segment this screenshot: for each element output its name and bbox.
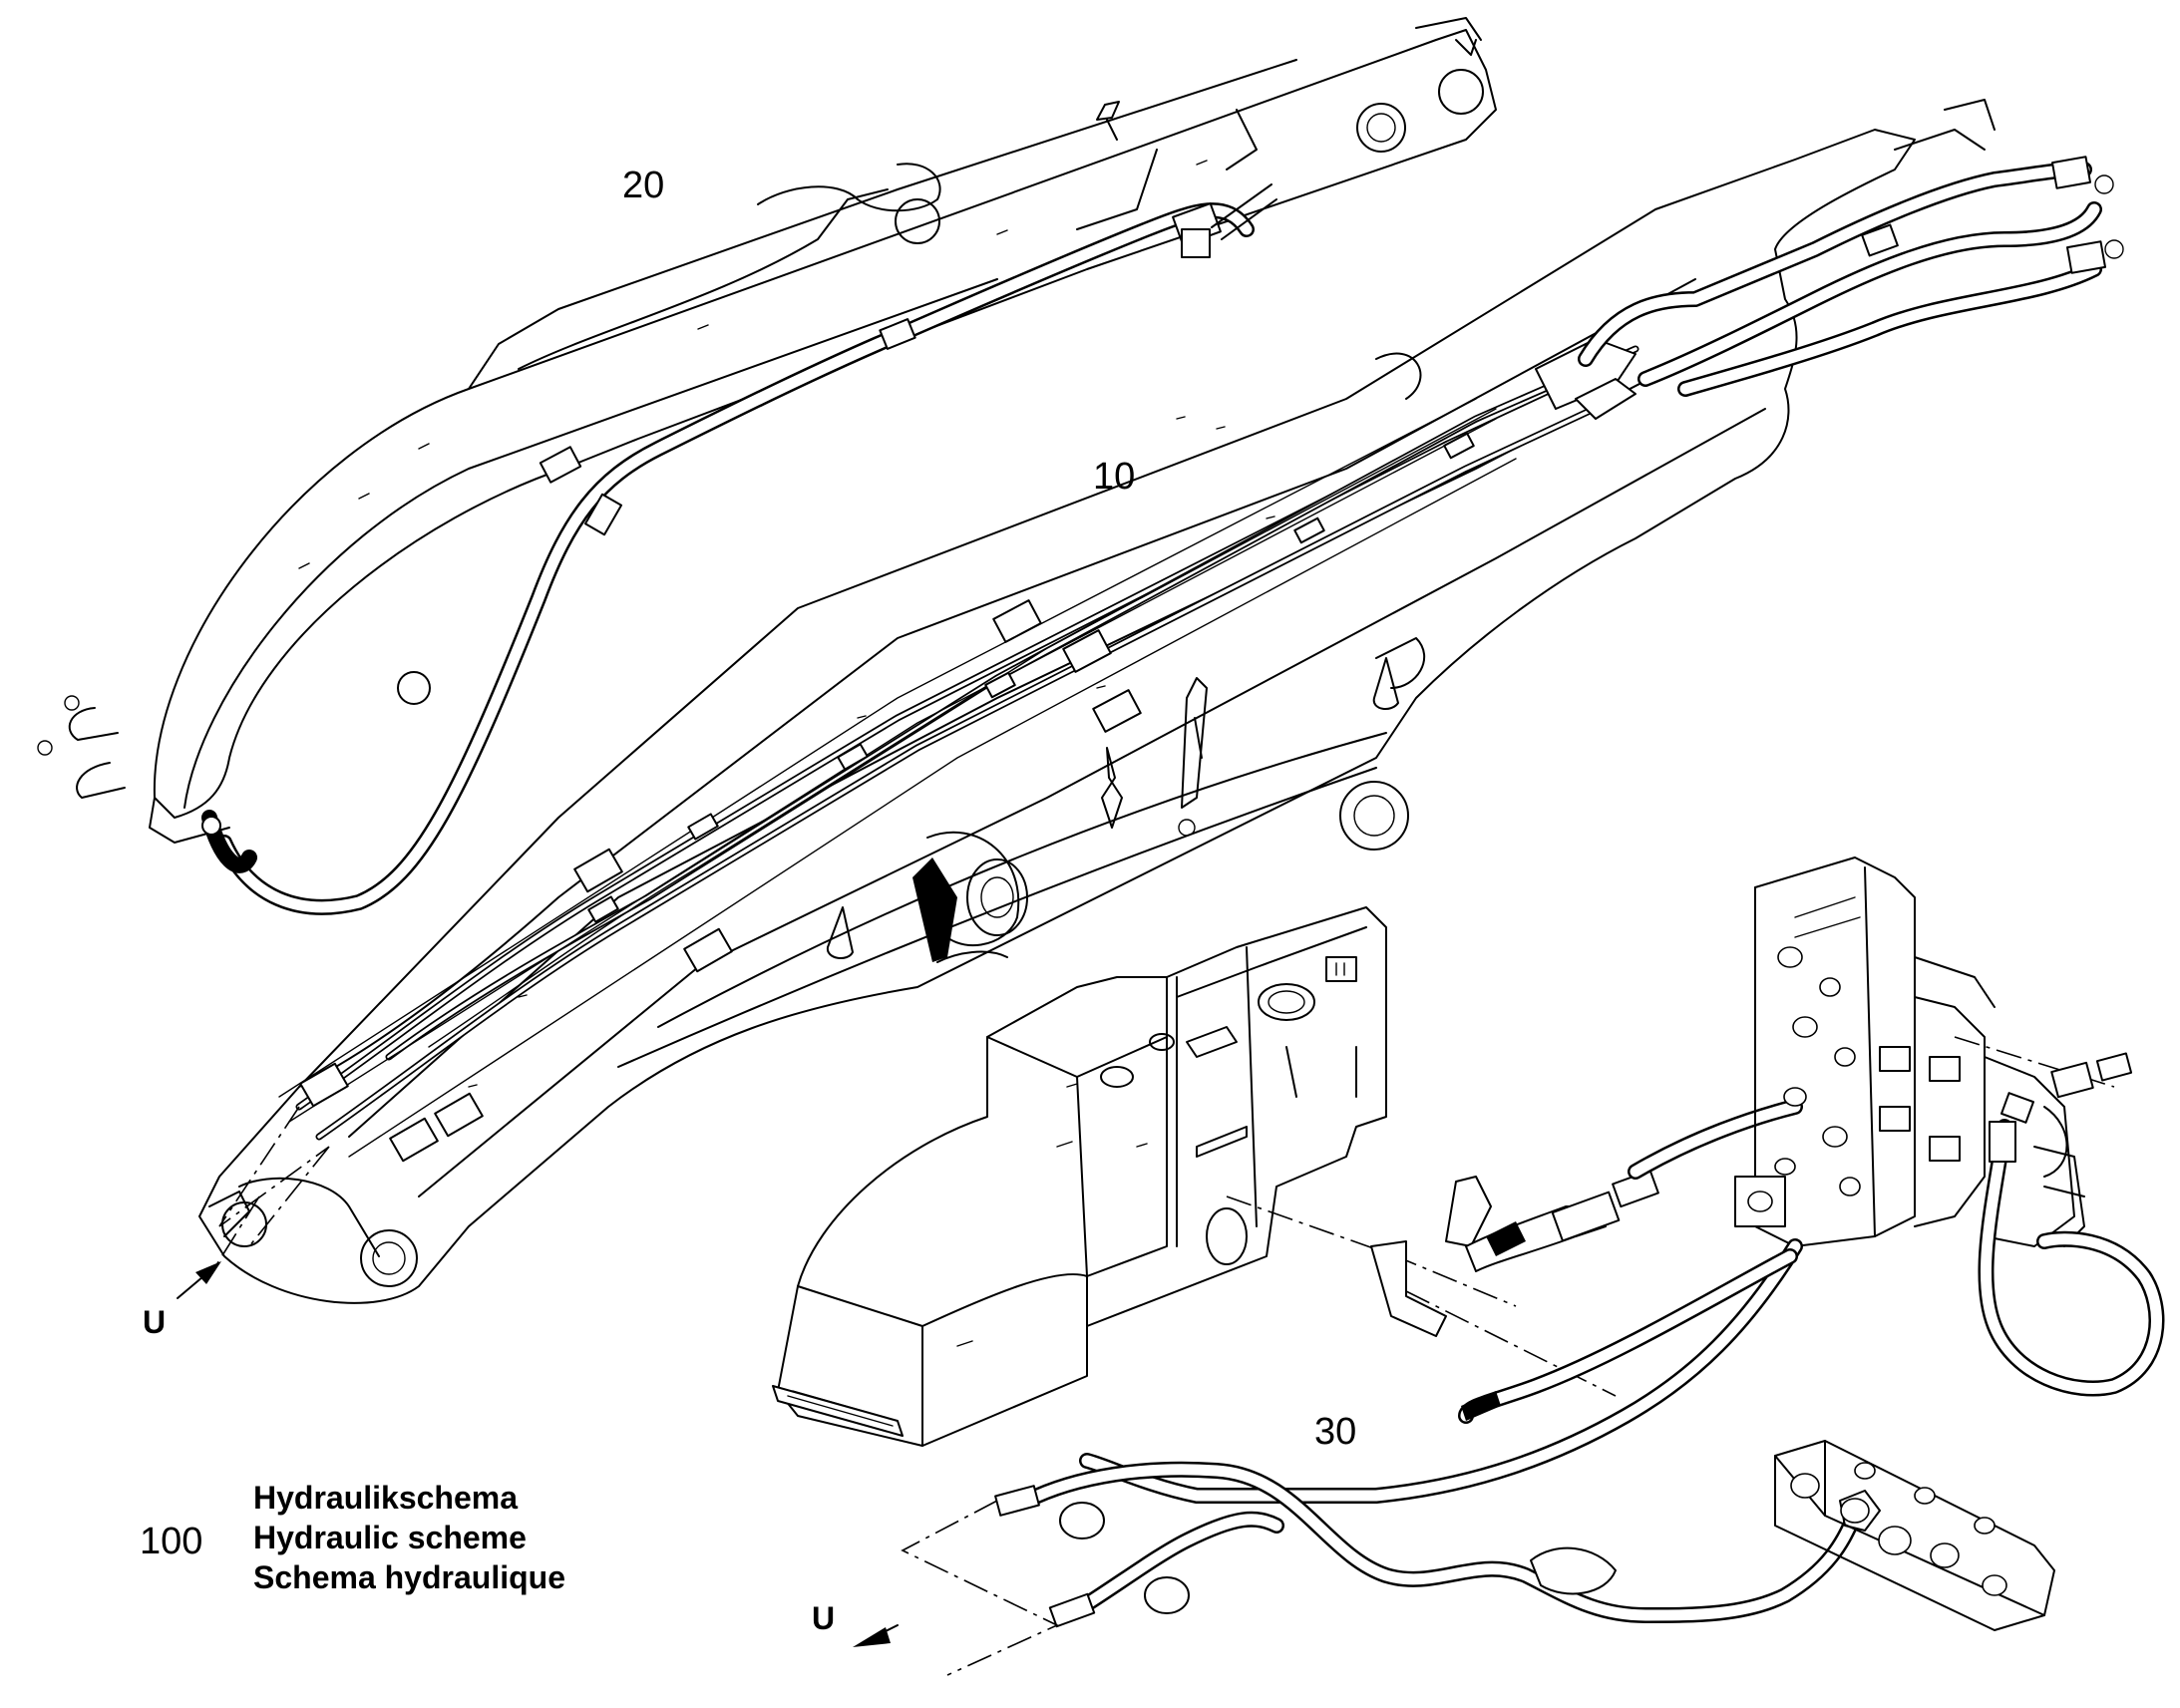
legend-number: 100: [140, 1521, 203, 1562]
callout-10: 10: [1093, 456, 1136, 498]
arm-assembly: [37, 17, 1497, 844]
callout-30: 30: [1314, 1411, 1357, 1453]
control-valve-block: [1734, 856, 2085, 1277]
boom-view-arrow: [177, 1261, 221, 1299]
arm-hose: [201, 183, 1277, 915]
return-hose: [1458, 1248, 1798, 1424]
hose-reference-line: [901, 1500, 1059, 1676]
boom-foot-couplings: [299, 599, 1142, 1163]
valve-fittings: [1954, 1036, 2133, 1197]
legend-text-block: Hydraulikschema Hydraulic scheme Schema …: [253, 1478, 565, 1597]
callout-20: 20: [622, 165, 665, 206]
legend-line-french: Schema hydraulique: [253, 1559, 565, 1595]
base-frame: [772, 906, 1387, 1447]
boom-assembly: [198, 129, 1916, 1304]
boom-reference-line: [218, 1106, 330, 1247]
distribution-manifold: [1774, 1440, 2055, 1631]
sensor-bracket: [1370, 1099, 1803, 1337]
supply-hose: [1079, 1238, 1803, 1504]
legend-line-german: Hydraulikschema: [253, 1480, 519, 1516]
lower-hose-assembly: [994, 1461, 1881, 1628]
view-marker-boom: U: [143, 1304, 167, 1340]
view-marker-hose: U: [812, 1600, 836, 1636]
bundle-clamps: [587, 432, 1475, 923]
drain-hose: [1978, 1119, 2165, 1397]
hose-view-arrow: [853, 1624, 899, 1647]
boom-pipe-bundle: [278, 338, 1639, 1163]
boom-tip-manifold: [1535, 338, 1636, 420]
boom-tip-hoses: [1578, 99, 2124, 397]
legend-line-english: Hydraulic scheme: [253, 1520, 527, 1555]
